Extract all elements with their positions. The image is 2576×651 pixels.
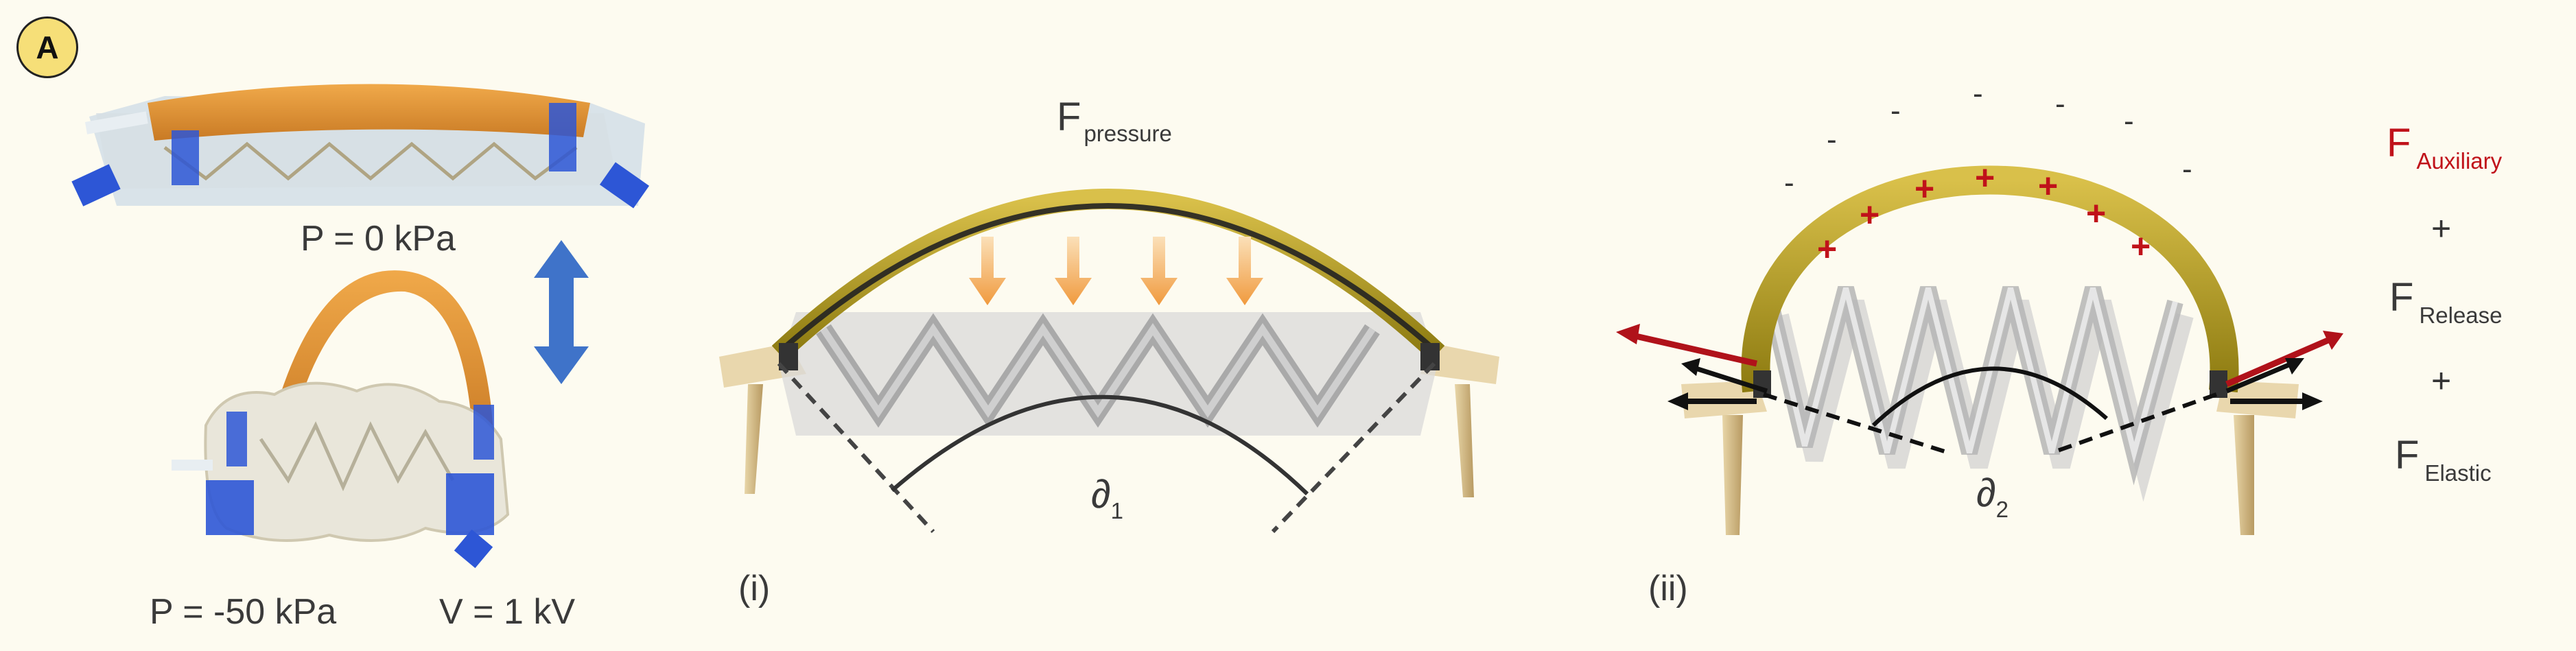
force-symbol: F: [2395, 433, 2420, 477]
caption-i: (i): [738, 569, 771, 608]
force-symbol: F: [2387, 121, 2411, 165]
label-voltage: V = 1 kV: [439, 592, 575, 632]
left-leg: [1722, 415, 1743, 535]
left-clamp: [1753, 370, 1771, 398]
angle-label-2: ∂2: [1976, 471, 2009, 521]
force-symbol: F: [2389, 275, 2414, 320]
dashed-line-right: [1271, 362, 1436, 534]
angle-symbol: ∂: [1091, 472, 1111, 517]
release-force-arrow: [2225, 361, 2293, 394]
right-leg: [2234, 415, 2254, 535]
negative-charge: -: [2182, 152, 2192, 186]
double-arrow-icon: [534, 240, 589, 384]
positive-charge: +: [1860, 196, 1880, 234]
force-arrows-right: [2225, 331, 2343, 410]
pressure-arrow: [969, 237, 1006, 305]
dashed-line-left: [1763, 392, 1949, 455]
angle-subscript: 2: [1995, 497, 2009, 522]
force-symbol: F: [1057, 95, 1081, 139]
right-clamp: [2210, 370, 2227, 398]
zigzag-folds: [1762, 285, 2194, 502]
negative-charge: -: [1973, 77, 1983, 110]
left-leg: [745, 384, 763, 494]
positive-charge: +: [2086, 194, 2107, 233]
orange-arched-strip: [271, 270, 494, 449]
angle-label-1: ∂1: [1091, 472, 1123, 523]
diagram-ii: [1616, 165, 2343, 535]
photo-bent-actuator: [172, 270, 510, 569]
right-leg: [1455, 384, 1474, 497]
label-pressure-zero: P = 0 kPa: [301, 219, 456, 259]
tube: [172, 460, 213, 471]
auxiliary-force-arrow: [2225, 336, 2331, 388]
crumpled-bag: [204, 381, 510, 542]
blue-tape: [446, 473, 494, 535]
angle-subscript: 1: [1110, 498, 1124, 523]
label-pressure-negative: P = -50 kPa: [150, 592, 337, 632]
negative-charge: -: [1784, 166, 1794, 200]
negative-charge: -: [1890, 94, 1901, 128]
photo-flat-actuator: [71, 84, 650, 209]
pressure-arrows: [969, 237, 1263, 305]
positive-charge: +: [1915, 169, 1935, 208]
positive-charge: +: [2131, 227, 2151, 265]
caption-ii: (ii): [1648, 569, 1688, 608]
angle-arc-2: [1871, 366, 2108, 427]
pressure-arrow: [1055, 237, 1092, 305]
blue-tape: [206, 480, 254, 535]
angle-arc-1: [891, 394, 1309, 496]
blue-tape: [71, 164, 121, 206]
force-subscript: Elastic: [2424, 460, 2492, 486]
release-force-arrow: [1690, 364, 1768, 394]
gold-arch-electrode: [1741, 165, 2239, 393]
force-subscript: Release: [2419, 303, 2503, 328]
pressure-arrow: [1226, 237, 1263, 305]
positive-charge: +: [1817, 230, 1838, 268]
force-subscript: Auxiliary: [2416, 148, 2503, 174]
equation-plus: +: [2431, 209, 2452, 248]
right-platform: [1420, 343, 1499, 384]
negative-charge: -: [2055, 87, 2065, 121]
diagram-i: [719, 189, 1499, 534]
force-arrows-left: [1616, 324, 1768, 410]
orange-electrode-strip: [148, 84, 590, 141]
angle-symbol: ∂: [1976, 471, 1996, 515]
dashed-line-right: [2050, 392, 2218, 455]
auxiliary-force-arrow: [1629, 331, 1757, 367]
negative-charge: -: [2124, 104, 2134, 138]
equation-plus: +: [2431, 362, 2452, 400]
force-subscript: pressure: [1084, 121, 1172, 146]
positive-charge: +: [1975, 158, 1995, 197]
tube: [84, 111, 148, 134]
panel-label-badge: A: [16, 16, 78, 78]
dashed-line-left: [777, 362, 935, 534]
negative-charge: -: [1827, 123, 1837, 156]
blue-tape: [599, 162, 650, 209]
pressure-arrow: [1140, 237, 1178, 305]
positive-charge: +: [2038, 167, 2059, 205]
